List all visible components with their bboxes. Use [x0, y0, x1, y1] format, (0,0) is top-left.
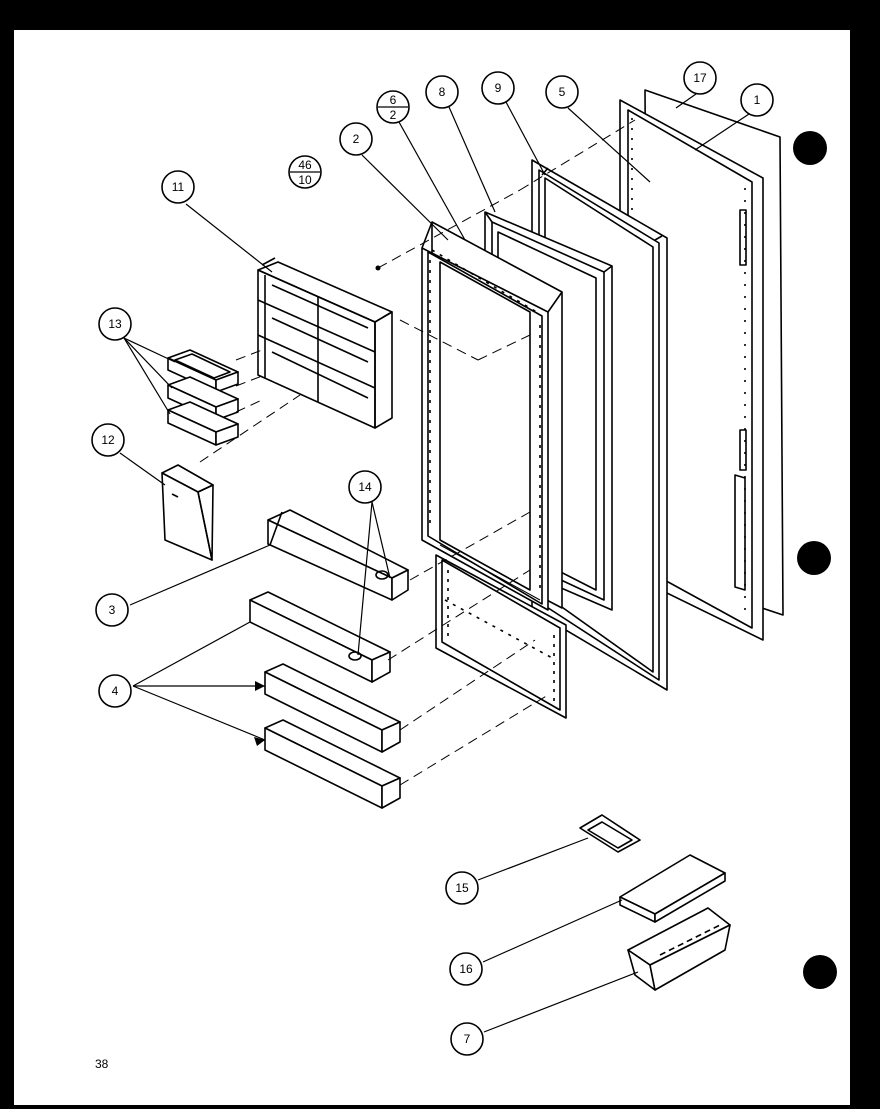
- callout-label-17: 17: [693, 71, 707, 85]
- part-12-covered-containers: [167, 349, 239, 446]
- callout-label-16: 16: [459, 962, 473, 976]
- part-15-ice-bin: [627, 907, 731, 991]
- callout-label-1: 1: [754, 93, 761, 107]
- callout-label-6b: 2: [390, 108, 397, 122]
- callout-label-3: 3: [109, 603, 116, 617]
- callout-label-13: 14: [358, 480, 372, 494]
- callout-label-2: 2: [353, 132, 360, 146]
- callout-circle-5: [545, 75, 579, 109]
- callout-label-10: 11: [172, 180, 185, 194]
- screw-dot: [375, 265, 381, 271]
- part-11-dairy-door: [161, 464, 214, 561]
- callout-circle-3: [95, 593, 129, 627]
- callout-label-5: 5: [559, 85, 566, 99]
- part-10-dairy-compartment: [257, 257, 393, 429]
- part-4-door-bins: [249, 591, 401, 809]
- callout-label-11: 12: [101, 433, 115, 447]
- callout-circle-10: [161, 170, 195, 204]
- callout-circle-1: [740, 83, 774, 117]
- callout-label-9b: 10: [298, 173, 312, 187]
- callout-label-15: 7: [464, 1032, 471, 1046]
- callout-label-8: 9: [495, 81, 502, 95]
- part-14-small-tray: [579, 814, 641, 853]
- callout-circle-13: [348, 470, 382, 504]
- binder-hole-top: [793, 131, 827, 165]
- callout-label-6: 6: [390, 93, 397, 107]
- callout-circle-14: [445, 871, 479, 905]
- part-3-door-bin: [267, 509, 409, 601]
- callout-label-9: 46: [298, 158, 312, 172]
- callout-circle-4: [98, 674, 132, 708]
- callout-circle-11: [91, 423, 125, 457]
- binder-hole-bottom: [803, 955, 837, 989]
- callout-label-7: 8: [439, 85, 446, 99]
- callout-circle-8: [481, 71, 515, 105]
- callout-label-12: 13: [108, 317, 122, 331]
- page-number: 38: [95, 1057, 109, 1071]
- callout-circle-15: [450, 1022, 484, 1056]
- binder-hole-middle: [797, 541, 831, 575]
- callout-circle-17: [683, 61, 717, 95]
- callout-label-4: 4: [112, 684, 119, 698]
- callout-circle-12: [98, 307, 132, 341]
- lower-door-frame: [435, 554, 567, 719]
- leader-lines: [119, 93, 753, 1033]
- alignment-lines: [199, 119, 636, 786]
- callout-circle-2: [339, 122, 373, 156]
- part-2-inner-door-liner: [421, 221, 563, 611]
- part-16-bin-lid: [619, 854, 726, 923]
- callout-circle-7: [425, 75, 459, 109]
- callout-label-14: 15: [455, 881, 469, 895]
- callout-circle-16: [449, 952, 483, 986]
- arrow-heads: [254, 681, 265, 746]
